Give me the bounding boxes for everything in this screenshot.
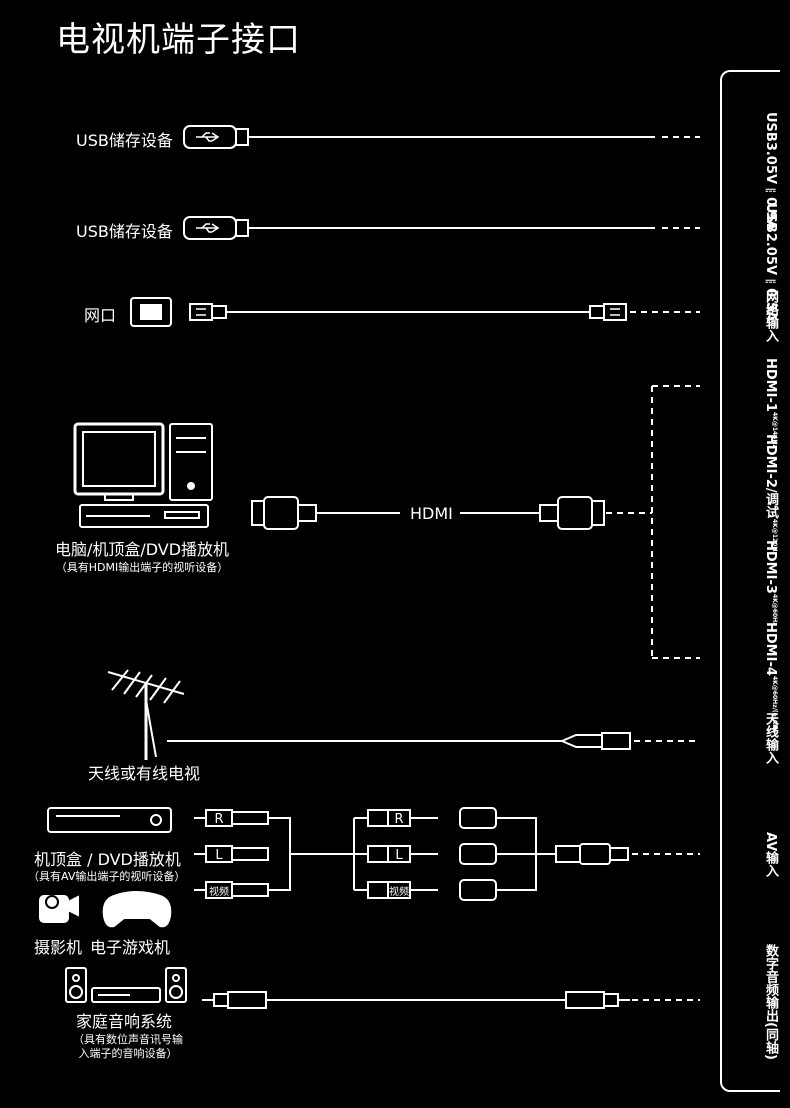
port-lan-label: 网络输入 xyxy=(763,290,778,342)
port-antenna: 天线输入 xyxy=(722,712,778,764)
port-usb2-label: USB2.0 xyxy=(763,203,778,256)
coax-plug-icon xyxy=(202,991,267,1009)
port-hdmi3: HDMI-3 4K@60Hz xyxy=(722,540,778,626)
port-hdmi4-spec: 4K@60Hz/(e)ARC xyxy=(771,675,778,733)
port-hdmi2-spec: 4K@120Hz xyxy=(771,518,778,555)
lan-label: 网口 xyxy=(84,306,117,325)
tv-port-panel xyxy=(720,70,780,1092)
antenna-icon xyxy=(107,669,185,760)
usb-device-label: USB储存设备 xyxy=(76,222,173,241)
port-hdmi1-spec: 4K@144Hz xyxy=(771,411,778,448)
speaker-icon xyxy=(165,967,187,1003)
gamepad-icon xyxy=(102,891,172,928)
port-hdmi1: HDMI-1 4K@144Hz xyxy=(722,358,778,448)
speaker-icon xyxy=(65,967,87,1003)
usb-device-label: USB储存设备 xyxy=(76,131,173,150)
rca-label-r: R xyxy=(394,812,403,827)
port-usb3-spec: 5V⎓0.9A xyxy=(763,164,778,231)
port-hdmi2: HDMI-2/调试 4K@120Hz xyxy=(722,434,778,555)
port-av: AV输入 xyxy=(722,832,778,877)
audio-sublabel: 入端子的音响设备） xyxy=(78,1047,178,1060)
port-spdif: 数字音频输出(同轴) xyxy=(722,944,778,1060)
rca-label-video: 视频 xyxy=(389,885,409,898)
computer-icon xyxy=(73,422,213,528)
hdmi-plug-icon xyxy=(539,496,605,530)
port-antenna-label: 天线输入 xyxy=(763,712,778,764)
stb-sublabel: （具有AV输出端子的视听设备） xyxy=(28,870,186,883)
rca-label-r: R xyxy=(214,812,223,827)
rca-plug-group xyxy=(194,809,354,899)
hdmi-cable-label: HDMI xyxy=(410,504,453,523)
port-hdmi1-label: HDMI-1 xyxy=(763,358,778,412)
port-usb2-spec: 5V⎓0.5A xyxy=(763,255,778,322)
rca-label-l: L xyxy=(215,848,223,863)
rca-plug-group xyxy=(353,809,438,899)
audio-system-label: 家庭音响系统 xyxy=(75,1012,173,1031)
ethernet-port-icon xyxy=(130,297,172,327)
port-hdmi3-label: HDMI-3 xyxy=(763,540,778,594)
pc-device-label: 电脑/机顶盒/DVD播放机 xyxy=(54,540,230,559)
ethernet-plug-icon xyxy=(589,303,627,321)
camcorder-icon xyxy=(39,895,79,923)
dvd-player-icon xyxy=(47,807,172,833)
port-hdmi4-label: HDMI-4 xyxy=(763,622,778,676)
port-av-label: AV输入 xyxy=(763,832,778,878)
rca-socket-group xyxy=(459,807,556,901)
rca-label-l: L xyxy=(395,848,403,863)
camera-label: 摄影机 xyxy=(34,938,83,957)
coax-plug-icon xyxy=(559,732,631,750)
port-hdmi4: HDMI-4 4K@60Hz/(e)ARC xyxy=(722,622,778,733)
game-console-label: 电子游戏机 xyxy=(90,938,171,957)
av-plug-icon xyxy=(555,843,629,865)
ethernet-plug-icon xyxy=(189,303,227,321)
coax-plug-icon xyxy=(565,991,630,1009)
port-spdif-label: 数字音频输出(同轴) xyxy=(763,944,778,1060)
page-title: 电视机端子接口 xyxy=(56,20,301,60)
rca-label-video: 视频 xyxy=(209,885,229,898)
audio-sublabel: （具有数位声音讯号输 xyxy=(73,1033,183,1046)
pc-device-sublabel: （具有HDMI输出端子的视听设备） xyxy=(55,561,229,574)
stb-label: 机顶盒 / DVD播放机 xyxy=(34,850,181,869)
port-usb2: USB2.0 5V⎓0.5A xyxy=(722,203,778,321)
port-hdmi2-label: HDMI-2/调试 xyxy=(763,434,778,519)
amplifier-icon xyxy=(91,987,161,1003)
port-hdmi3-spec: 4K@60Hz xyxy=(771,593,778,626)
port-usb3: USB3.0 5V⎓0.9A xyxy=(722,112,778,230)
antenna-label: 天线或有线电视 xyxy=(87,764,201,783)
hdmi-plug-icon xyxy=(251,496,317,530)
usb-plug-icon xyxy=(183,125,249,149)
usb-plug-icon xyxy=(183,216,249,240)
port-lan: 网络输入 xyxy=(722,290,778,342)
port-usb3-label: USB3.0 xyxy=(763,112,778,165)
